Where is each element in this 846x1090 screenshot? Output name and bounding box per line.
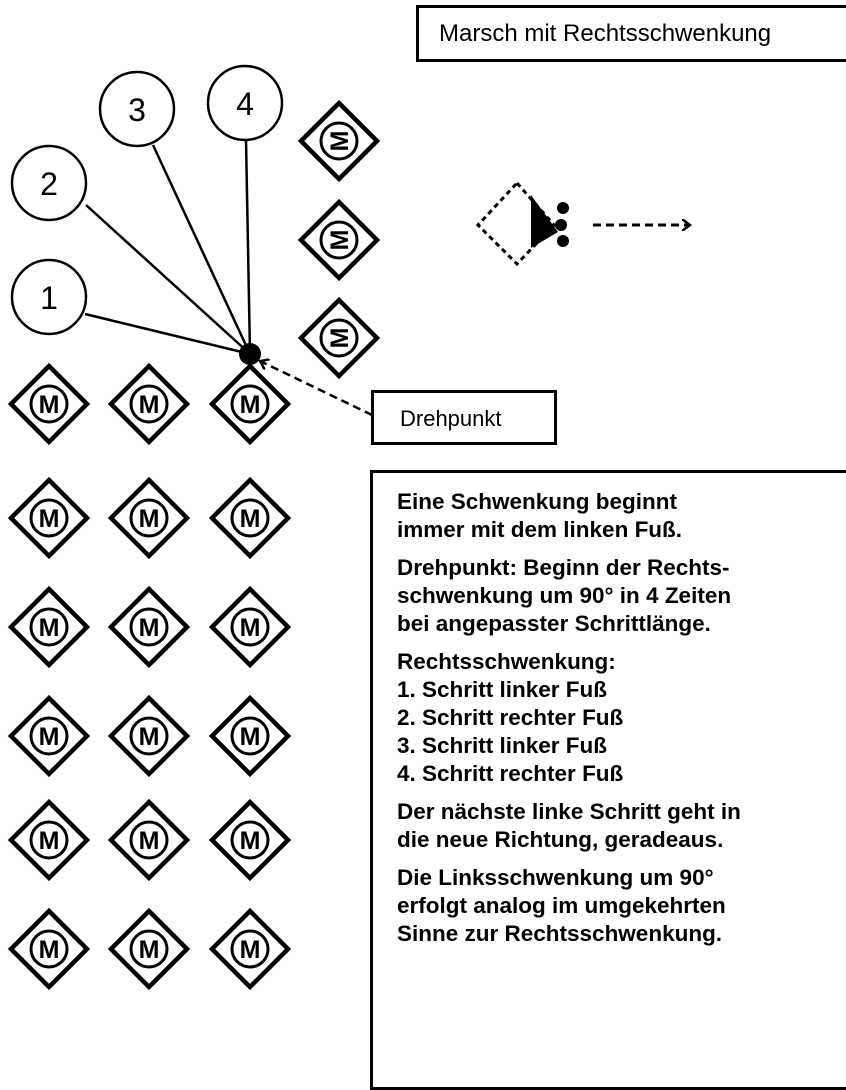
marcher-symbol: M bbox=[7, 798, 91, 882]
marcher-symbol: M bbox=[208, 907, 292, 991]
marcher-letter: M bbox=[39, 505, 60, 533]
marcher-symbol: M bbox=[7, 476, 91, 560]
pivot-label: Drehpunkt bbox=[371, 390, 557, 445]
marcher-letter: M bbox=[240, 936, 261, 964]
marcher-letter: M bbox=[139, 827, 160, 855]
marcher-letter: M bbox=[39, 827, 60, 855]
marcher-letter: M bbox=[39, 614, 60, 642]
swing-lines bbox=[84, 139, 252, 356]
instructions-panel: Eine Schwenkung beginnt immer mit dem li… bbox=[370, 470, 846, 1090]
marcher-symbol: M bbox=[107, 362, 191, 446]
marcher-letter: M bbox=[326, 230, 354, 251]
marcher-symbol: M bbox=[208, 585, 292, 669]
position-4-label: 4 bbox=[236, 86, 254, 122]
marcher-symbol: M bbox=[7, 585, 91, 669]
marcher-letter: M bbox=[139, 936, 160, 964]
swing-line-3 bbox=[151, 144, 252, 355]
left-swing-line: Sinne zur Rechtsschwenkung. bbox=[397, 921, 723, 946]
marcher-symbol: M bbox=[7, 694, 91, 778]
marcher-letter: M bbox=[240, 723, 261, 751]
marcher-symbol: M bbox=[107, 476, 191, 560]
marcher-letter: M bbox=[326, 131, 354, 152]
left-swing-line: erfolgt analog im umgekehrten bbox=[397, 893, 726, 918]
marcher-letter: M bbox=[240, 827, 261, 855]
next-step-paragraph: Der nächste linke Schritt geht in die ne… bbox=[397, 798, 846, 854]
marcher-symbol: M bbox=[7, 907, 91, 991]
marcher-letter: M bbox=[139, 391, 160, 419]
next-step-line: die neue Richtung, geradeaus. bbox=[397, 827, 724, 852]
intro-paragraph: Eine Schwenkung beginnt immer mit dem li… bbox=[397, 488, 846, 544]
step-item: 3. Schritt linker Fuß bbox=[397, 733, 608, 758]
position-3: 3 bbox=[98, 70, 176, 148]
swing-line-1 bbox=[84, 312, 251, 356]
swung-marcher-symbol: M bbox=[297, 99, 381, 183]
diagram-title: Marsch mit Rechtsschwenkung bbox=[416, 5, 846, 62]
marcher-symbol: M bbox=[107, 907, 191, 991]
pivot-line: Drehpunkt: Beginn der Rechts- bbox=[397, 555, 730, 580]
marcher-letter: M bbox=[139, 505, 160, 533]
marcher-letter: M bbox=[240, 391, 261, 419]
pivot-line: schwenkung um 90° in 4 Zeiten bbox=[397, 583, 732, 608]
position-2: 2 bbox=[10, 144, 88, 222]
swung-marcher-symbol: M bbox=[297, 198, 381, 282]
step-item: 1. Schritt linker Fuß bbox=[397, 677, 608, 702]
leader-direction-symbol bbox=[475, 180, 688, 267]
marcher-letter: M bbox=[240, 505, 261, 533]
leader-dot-mid bbox=[555, 219, 567, 231]
marcher-symbol: M bbox=[208, 362, 292, 446]
leader-triangle bbox=[531, 195, 558, 248]
marcher-letter: M bbox=[39, 391, 60, 419]
next-step-line: Der nächste linke Schritt geht in bbox=[397, 799, 741, 824]
marcher-letter: M bbox=[39, 723, 60, 751]
marcher-symbol: M bbox=[208, 476, 292, 560]
leader-dot-bottom bbox=[557, 235, 569, 247]
marcher-letter: M bbox=[139, 614, 160, 642]
steps-heading: Rechtsschwenkung: bbox=[397, 649, 616, 674]
pivot-pointer-arrow bbox=[262, 362, 373, 417]
swing-line-2 bbox=[85, 204, 251, 355]
position-3-label: 3 bbox=[128, 92, 146, 128]
position-2-label: 2 bbox=[40, 166, 58, 202]
pivot-point bbox=[239, 343, 261, 365]
pivot-paragraph: Drehpunkt: Beginn der Rechts- schwenkung… bbox=[397, 554, 846, 638]
steps-list: 1. Schritt linker Fuß 2. Schritt rechter… bbox=[397, 676, 846, 788]
marcher-grid: M M M M M M M M M M M M M M M M M M bbox=[7, 362, 292, 991]
position-4: 4 bbox=[206, 64, 284, 142]
pivot-line: bei angepasster Schrittlänge. bbox=[397, 611, 711, 636]
marcher-symbol: M bbox=[107, 585, 191, 669]
left-swing-line: Die Linksschwenkung um 90° bbox=[397, 865, 714, 890]
swung-marcher-symbol: M bbox=[297, 296, 381, 380]
swing-line-4 bbox=[244, 139, 252, 355]
intro-line: Eine Schwenkung beginnt bbox=[397, 489, 678, 514]
marcher-symbol: M bbox=[107, 694, 191, 778]
marcher-symbol: M bbox=[107, 798, 191, 882]
swung-marchers: M M M bbox=[297, 99, 381, 380]
left-swing-paragraph: Die Linksschwenkung um 90° erfolgt analo… bbox=[397, 864, 846, 948]
intro-line: immer mit dem linken Fuß. bbox=[397, 517, 683, 542]
leader-dot-top bbox=[557, 202, 569, 214]
marcher-letter: M bbox=[139, 723, 160, 751]
position-1: 1 bbox=[10, 258, 88, 336]
numbered-positions: 1 2 3 4 bbox=[10, 64, 284, 336]
position-1-label: 1 bbox=[40, 280, 58, 316]
marcher-symbol: M bbox=[208, 798, 292, 882]
marcher-letter: M bbox=[39, 936, 60, 964]
step-item: 2. Schritt rechter Fuß bbox=[397, 705, 624, 730]
marcher-letter: M bbox=[240, 614, 261, 642]
marcher-letter: M bbox=[326, 328, 354, 349]
marcher-symbol: M bbox=[208, 694, 292, 778]
marcher-symbol: M bbox=[7, 362, 91, 446]
step-item: 4. Schritt rechter Fuß bbox=[397, 761, 624, 786]
